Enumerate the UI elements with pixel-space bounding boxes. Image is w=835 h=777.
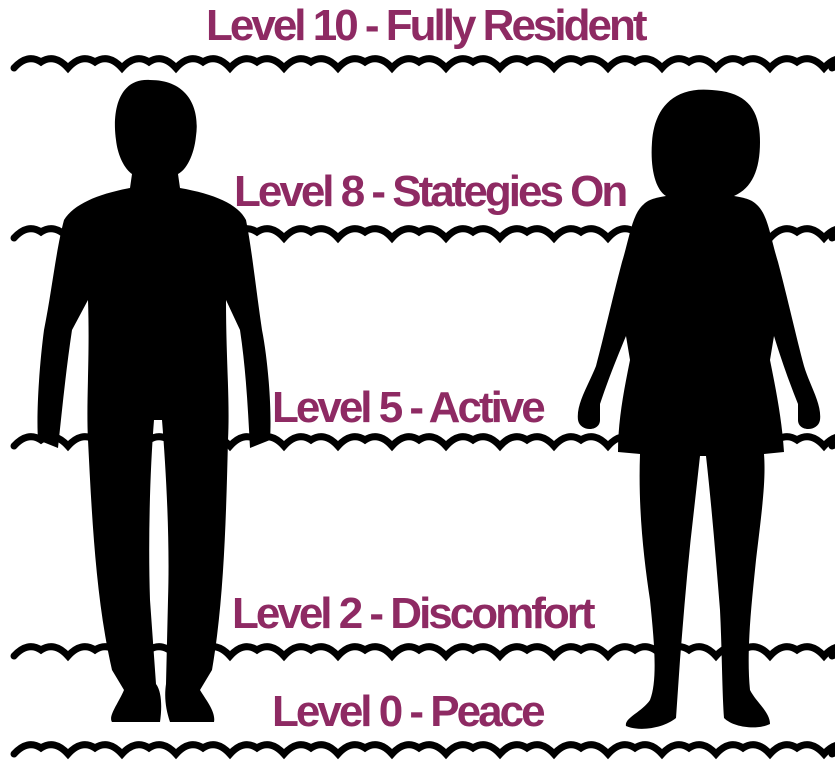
water-line-level-10 xyxy=(14,59,835,68)
level-10-label: Level 10 - Fully Resident xyxy=(206,4,645,48)
level-2-label: Level 2 - Discomfort xyxy=(232,592,593,636)
water-line-level-0 xyxy=(14,745,835,754)
level-0-label: Level 0 - Peace xyxy=(272,690,543,734)
level-5-label: Level 5 - Active xyxy=(272,386,543,430)
level-8-label: Level 8 - Stategies On xyxy=(234,170,625,214)
